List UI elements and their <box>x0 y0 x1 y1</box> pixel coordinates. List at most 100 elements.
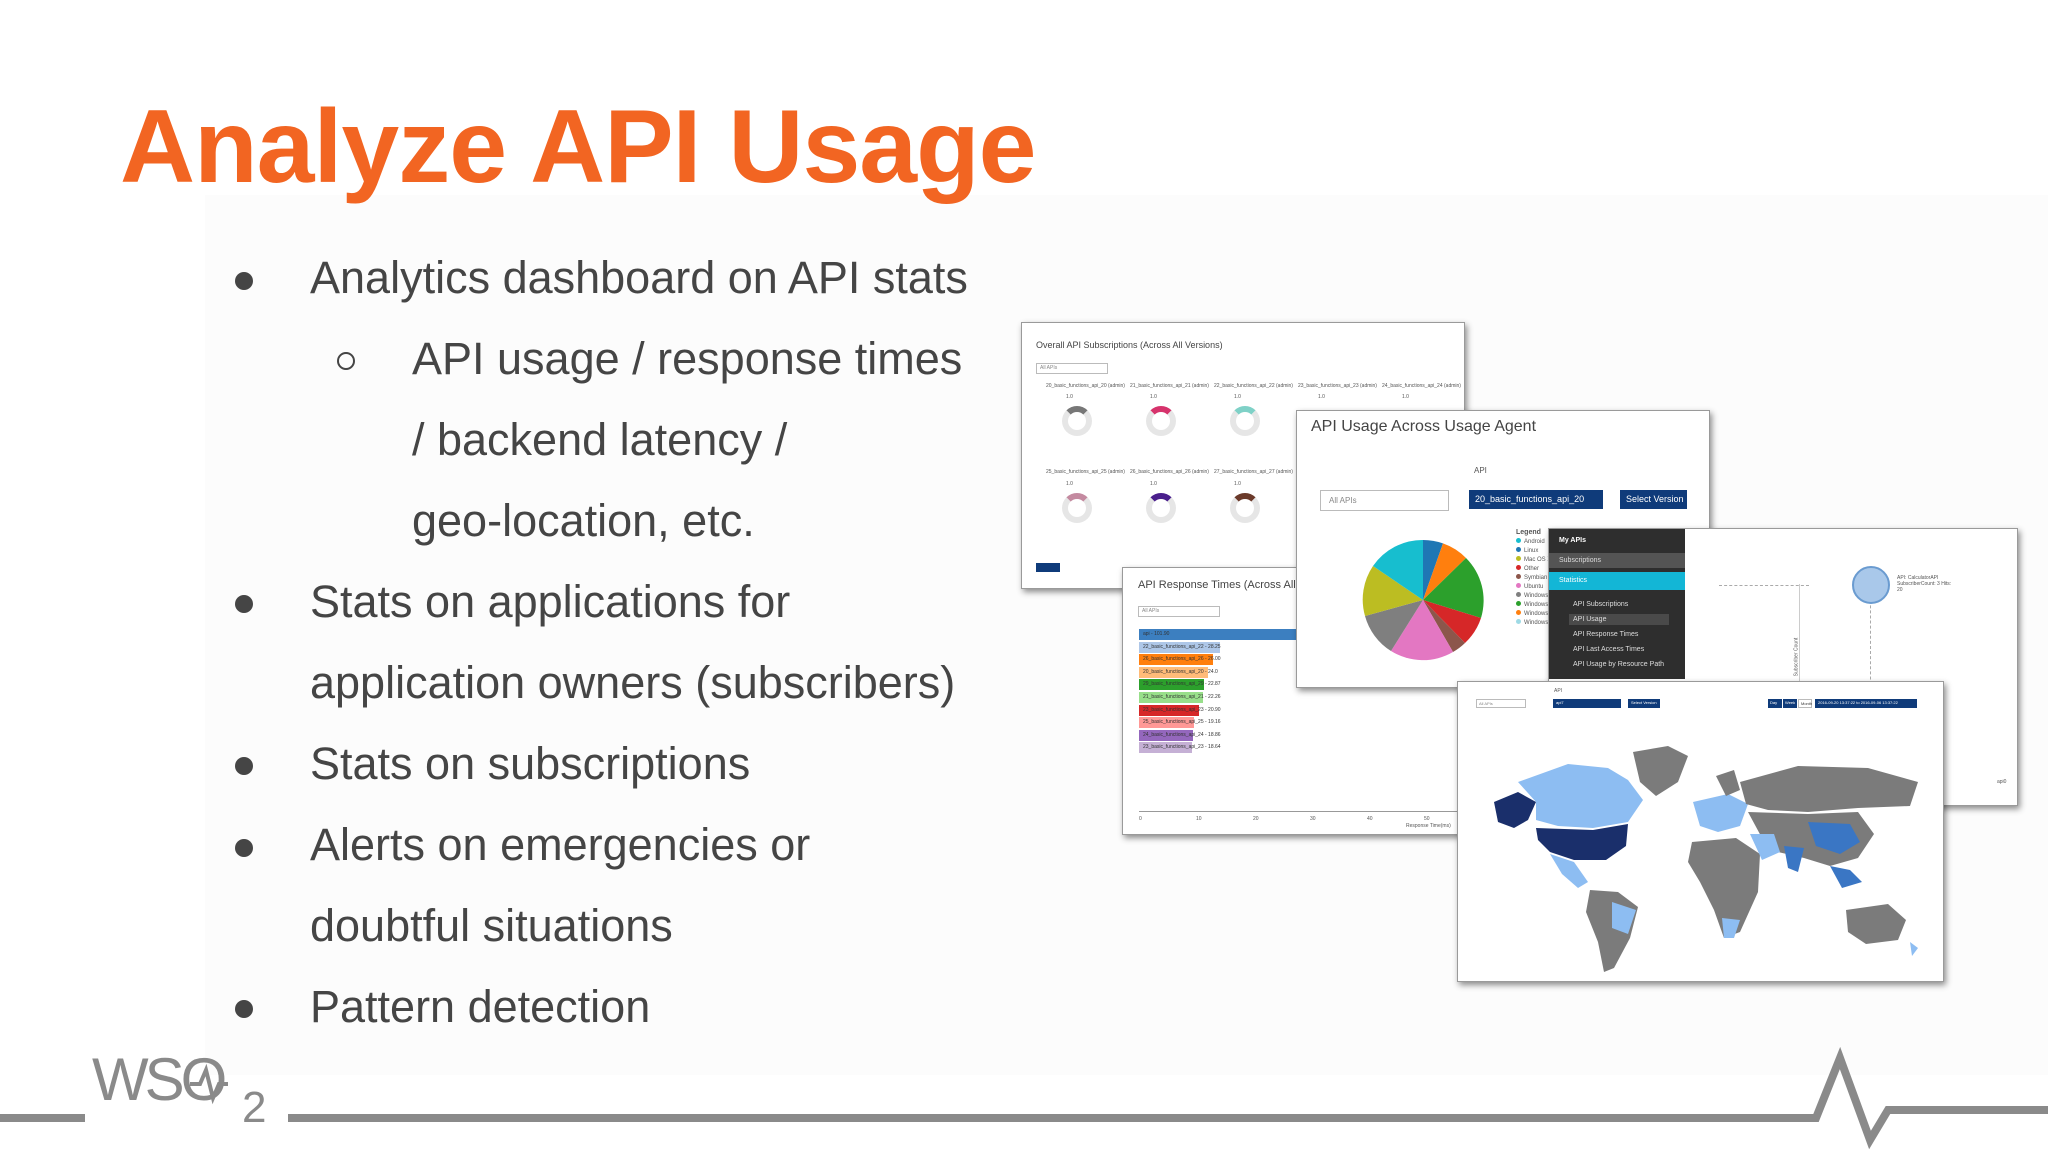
map-region-africa <box>1688 838 1760 938</box>
logo-text: WSO <box>92 1046 225 1113</box>
menu-api-usage-resource-path[interactable]: API Usage by Resource Path <box>1573 661 1665 668</box>
menu-header: My APIs <box>1559 537 1586 544</box>
donut-value: 1.0 <box>1150 394 1157 400</box>
range-week-button[interactable]: Week <box>1783 699 1797 708</box>
legend-swatch <box>1516 574 1521 579</box>
legend-swatch <box>1516 556 1521 561</box>
map-region-scandinavia <box>1716 770 1740 796</box>
legend-entry: Windows <box>1516 601 1548 608</box>
x-axis-tick: 10 <box>1196 816 1202 822</box>
donut-label: 21_basic_functions_api_21 (admin) <box>1130 383 1209 389</box>
donut-value: 1.0 <box>1318 394 1325 400</box>
pie-slice <box>1423 600 1481 643</box>
legend-entry: Android <box>1516 538 1545 545</box>
legend-swatch <box>1516 583 1521 588</box>
select-version-button[interactable]: Select Version <box>1620 490 1687 509</box>
legend-swatch <box>1516 601 1521 606</box>
range-month-button[interactable]: Month <box>1798 699 1812 708</box>
logo-pulse-icon <box>190 1063 228 1105</box>
bubble-tooltip: API: CalculatorAPI SubscriberCount: 3 Hi… <box>1897 575 1952 593</box>
sub-bullet-ring <box>337 352 355 370</box>
guide-line <box>1719 585 1809 586</box>
response-time-bar: api - 101.90 <box>1139 629 1431 640</box>
bullet-dot <box>235 757 253 775</box>
pie-slice <box>1373 539 1423 600</box>
map-region-south-africa <box>1722 918 1740 938</box>
map-region-new-zealand <box>1910 942 1918 956</box>
bubble-point[interactable] <box>1852 566 1890 604</box>
bullet-subscriptions: Stats on subscriptions <box>310 738 751 789</box>
range-day-button[interactable]: Day <box>1768 699 1782 708</box>
map-region-alaska <box>1494 792 1536 828</box>
map-api-label: API <box>1554 688 1563 694</box>
all-apis-select[interactable]: All APIs <box>1320 490 1449 511</box>
x-axis-tick: 30 <box>1310 816 1316 822</box>
donut-value: 1.0 <box>1402 394 1409 400</box>
map-region-southeast-asia <box>1830 866 1862 888</box>
donut-value: 1.0 <box>1234 481 1241 487</box>
x-axis-label: Response Time(ms) <box>1406 823 1451 829</box>
wso2-logo: WSO 2 <box>92 1046 266 1124</box>
sub-bullet-line-1: API usage / response times <box>412 333 963 384</box>
world-map <box>1494 746 1918 972</box>
pie-slice <box>1391 600 1453 661</box>
legend-swatch <box>1516 538 1521 543</box>
legend-entry: Mac OS X <box>1516 556 1551 563</box>
map-all-apis-select[interactable]: All APIs <box>1476 699 1526 708</box>
response-times-api-select[interactable]: All APIs <box>1138 606 1220 617</box>
legend-swatch <box>1516 547 1521 552</box>
pagination[interactable] <box>1036 563 1060 572</box>
response-time-bar: 23_basic_functions_api_23 - 18.64 <box>1139 742 1221 754</box>
legend-swatch <box>1516 610 1521 615</box>
map-region-usa <box>1536 824 1628 860</box>
donut-label: 26_basic_functions_api_26 (admin) <box>1130 469 1209 475</box>
donut-value: 1.0 <box>1066 481 1073 487</box>
menu-statistics-bg <box>1549 572 1685 590</box>
map-api-select[interactable]: api7 <box>1553 699 1621 708</box>
bullet-pattern-detection: Pattern detection <box>310 981 651 1032</box>
slide-title: Analyze API Usage <box>120 89 1036 205</box>
menu-api-last-access[interactable]: API Last Access Times <box>1573 646 1645 653</box>
response-time-bar: 26_basic_functions_api_26 - 26.00 <box>1139 654 1221 666</box>
map-region-russia <box>1740 766 1918 812</box>
bullet-dot <box>235 595 253 613</box>
menu-api-response-times[interactable]: API Response Times <box>1573 631 1639 638</box>
map-select-version-button[interactable]: Select Version <box>1628 699 1660 708</box>
x-axis-tick: 40 <box>1367 816 1373 822</box>
api-version-select[interactable]: 20_basic_functions_api_20 <box>1469 490 1603 509</box>
response-time-bar: 20_basic_functions_api_20 - 24.0 <box>1139 666 1218 678</box>
bullet-analytics-dashboard: Analytics dashboard on API stats <box>310 252 968 303</box>
legend-entry: Linux <box>1516 547 1538 554</box>
sub-bullet-line-2: / backend latency / <box>412 414 788 465</box>
donut-value: 1.0 <box>1234 394 1241 400</box>
sub-bullet-line-3: geo-location, etc. <box>412 495 755 546</box>
api-label: API <box>1474 466 1487 475</box>
subscriptions-api-select[interactable]: All APIs <box>1036 363 1108 374</box>
pie-slice <box>1423 543 1466 600</box>
response-time-bar: 21_basic_functions_api_21 - 22.26 <box>1139 692 1221 703</box>
subscription-donut <box>1146 493 1176 523</box>
guide-line <box>1870 585 1871 715</box>
map-region-china <box>1808 822 1860 854</box>
date-range-picker[interactable]: 2016-09-20 13:37:22 to 2016-09-06 13:37:… <box>1815 699 1917 708</box>
menu-api-subscriptions[interactable]: API Subscriptions <box>1573 601 1629 608</box>
donut-label: 24_basic_functions_api_24 (admin) <box>1382 383 1461 389</box>
legend-label: Mac OS X <box>1524 557 1552 563</box>
legend-entry: Windows <box>1516 619 1548 626</box>
legend-swatch <box>1516 592 1521 597</box>
menu-statistics[interactable]: Statistics <box>1559 577 1588 584</box>
footer-pulse-icon <box>1780 1046 2048 1150</box>
legend-label: Ubuntu <box>1524 584 1544 590</box>
menu-api-usage[interactable]: API Usage <box>1573 616 1607 623</box>
legend-label: Android <box>1524 539 1545 545</box>
usage-agent-title: API Usage Across Usage Agent <box>1311 418 1537 435</box>
legend-label: Linux <box>1524 548 1539 554</box>
legend-swatch <box>1516 565 1521 570</box>
bullet-alerts-line-1: Alerts on emergencies or <box>310 819 811 870</box>
map-region-greenland <box>1633 746 1688 796</box>
menu-subscriptions[interactable]: Subscriptions <box>1559 557 1602 564</box>
legend-entry: Symbian <box>1516 574 1547 581</box>
legend-label: Windows <box>1524 620 1549 626</box>
legend-label: Windows <box>1524 593 1549 599</box>
